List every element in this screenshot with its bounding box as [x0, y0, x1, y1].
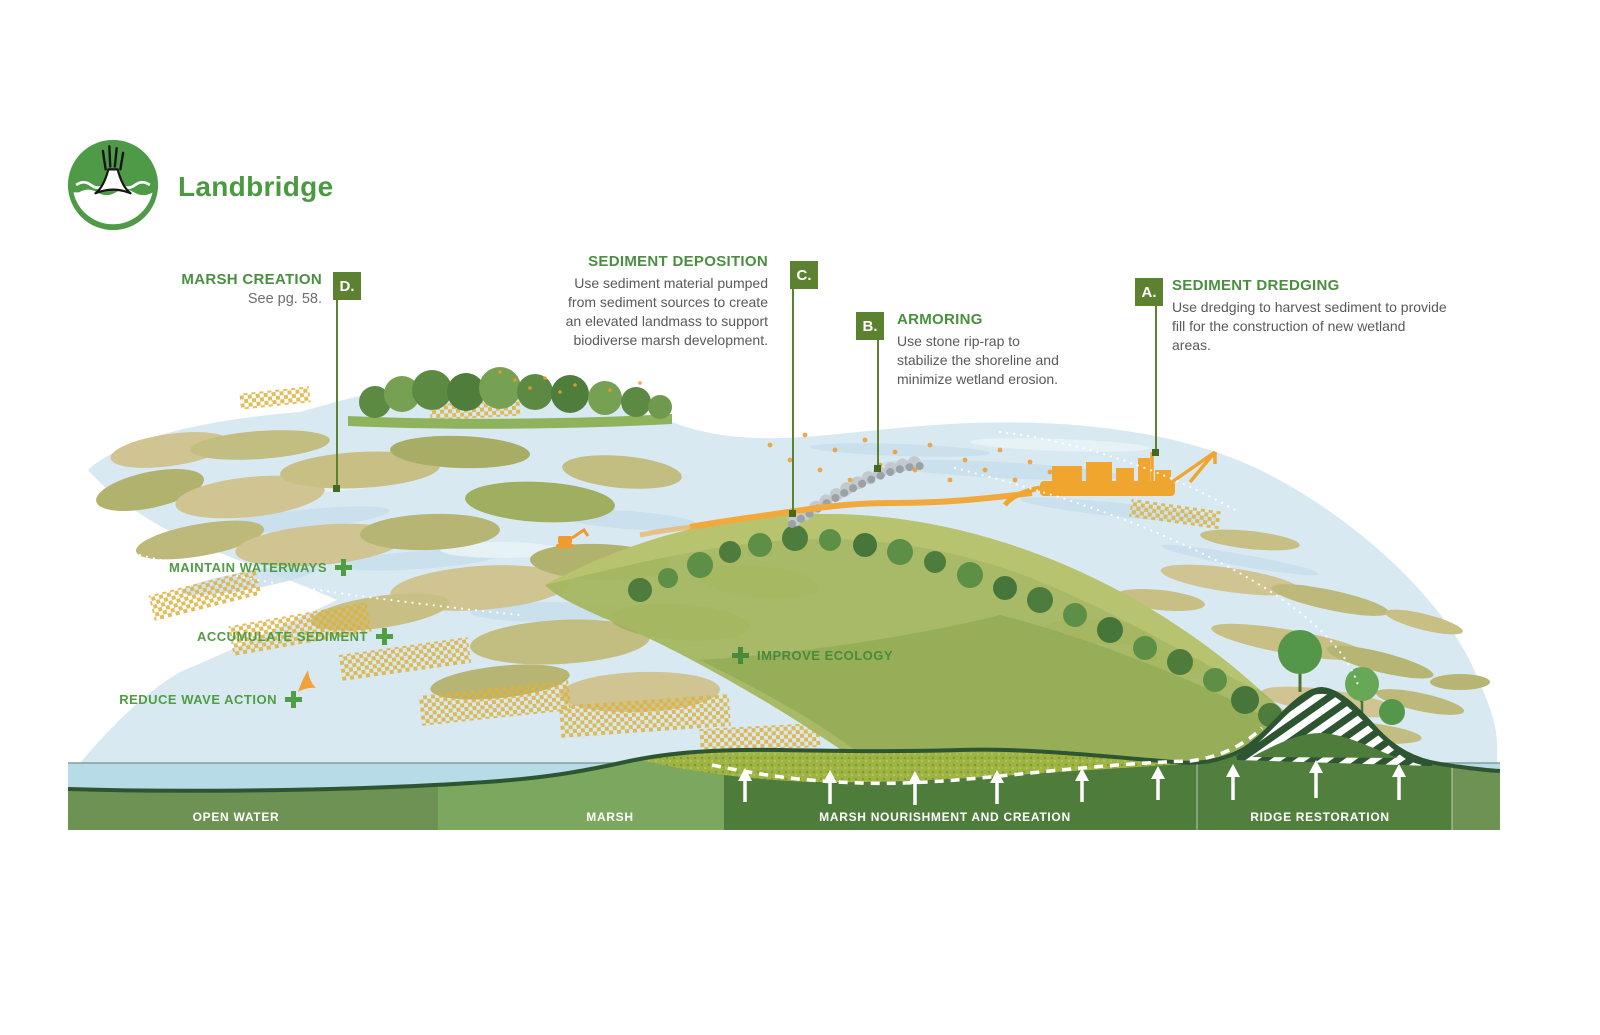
dredge-vessel [1002, 450, 1217, 507]
section-label-ridge: RIDGE RESTORATION [1250, 810, 1390, 824]
annotation-sediment-deposition: SEDIMENT DEPOSITION Use sediment materia… [566, 253, 768, 350]
benefit-label: MAINTAIN WATERWAYS [168, 560, 327, 575]
benefit-label: REDUCE WAVE ACTION [119, 692, 277, 707]
benefit-label: IMPROVE ECOLOGY [757, 648, 894, 663]
annotation-b-body: stabilize the shoreline and [897, 352, 1059, 368]
annotation-b-body: Use stone rip-rap to [897, 333, 1020, 349]
new-sediment-band [640, 748, 1185, 783]
excavator [556, 527, 590, 548]
page-title: Landbridge [178, 171, 334, 202]
annotation-c-body: from sediment sources to create [568, 294, 768, 310]
annotation-a-title: SEDIMENT DREDGING [1172, 277, 1340, 294]
annotation-b-title: ARMORING [897, 311, 983, 328]
benefit-label: ACCUMULATE SEDIMENT [196, 629, 368, 644]
annotation-a-leader-line [1155, 306, 1157, 452]
annotation-c-badge: C. [790, 261, 818, 289]
bird-flock [498, 370, 1053, 483]
aerial-view [80, 367, 1497, 763]
ridge-restoration-mound [1235, 689, 1433, 766]
ridge-trees [628, 525, 1405, 727]
annotation-marsh-creation: MARSH CREATION See pg. 58. [181, 271, 322, 307]
accretion-arrows [738, 760, 1406, 805]
annotation-c-body: biodiverse marsh development. [573, 332, 768, 348]
ridge-land [545, 514, 1405, 763]
annotation-b-badge: B. [856, 312, 884, 340]
ground-outline [67, 686, 1501, 793]
annotation-c-leader-dot [789, 510, 796, 517]
annotation-c-title: SEDIMENT DEPOSITION [588, 253, 768, 270]
plus-icon [285, 691, 302, 708]
annotation-c-body: an elevated landmass to support [565, 313, 768, 329]
annotation-c-body: Use sediment material pumped [574, 275, 768, 291]
annotation-a-body: areas. [1172, 337, 1211, 353]
tree-line [348, 367, 672, 429]
gull-icon [298, 670, 316, 692]
annotation-d-leader-dot [333, 485, 340, 492]
section-label-open-water: OPEN WATER [192, 810, 280, 824]
dotted-routes [138, 430, 1360, 687]
landbridge-logo [67, 139, 159, 231]
annotation-armoring: ARMORING Use stone rip-rap to stabilize … [897, 311, 1059, 389]
annotation-b-body: minimize wetland erosion. [897, 371, 1059, 387]
annotation-d-leader-line [336, 300, 338, 488]
dredge-pipeline [639, 490, 1033, 538]
annotation-c-leader-line [792, 289, 794, 513]
annotation-d-page-ref: See pg. 58. [247, 291, 322, 307]
plus-icon [335, 559, 352, 576]
annotation-b-leader-line [877, 340, 879, 468]
annotation-a-body: fill for the construction of new wetland [1172, 318, 1406, 334]
annotation-a-leader-dot [1152, 449, 1159, 456]
annotation-a-badge: A. [1135, 278, 1163, 306]
benefit-improve-ecology: IMPROVE ECOLOGY [732, 647, 893, 664]
plus-icon [732, 647, 749, 664]
annotation-sediment-dredging: SEDIMENT DREDGING Use dredging to harves… [1172, 277, 1447, 355]
benefit-reduce-wave-action: REDUCE WAVE ACTION [119, 691, 302, 708]
annotation-d-badge: D. [333, 272, 361, 300]
annotation-b-leader-dot [874, 465, 881, 472]
plus-icon [376, 628, 393, 645]
annotation-a-body: Use dredging to harvest sediment to prov… [1172, 299, 1447, 315]
section-label-marsh: MARSH [586, 810, 634, 824]
benefit-accumulate-sediment: ACCUMULATE SEDIMENT [197, 628, 393, 645]
section-label-nourishment: MARSH NOURISHMENT AND CREATION [819, 810, 1071, 824]
benefit-maintain-waterways: MAINTAIN WATERWAYS [169, 559, 352, 576]
annotation-d-title: MARSH CREATION [181, 271, 322, 288]
